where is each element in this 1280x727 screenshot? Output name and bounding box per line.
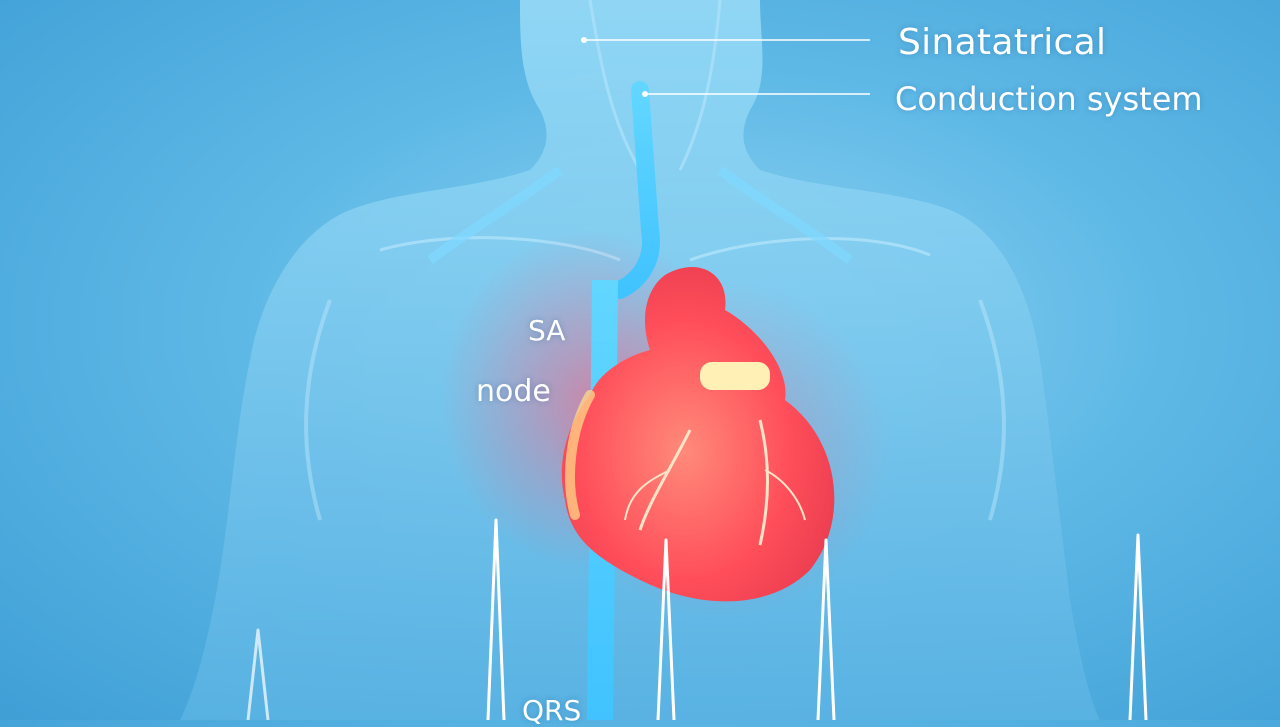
ecg-spikes <box>246 518 1148 720</box>
subtitle-label: Conduction system <box>895 80 1203 118</box>
sa-label: SA <box>528 314 566 347</box>
title-label: Sinatatrical <box>898 22 1107 63</box>
node-label: node <box>476 374 551 409</box>
qrs-label: QRS <box>522 694 582 727</box>
pointer-lines <box>581 37 870 97</box>
heart-illustration <box>561 267 835 602</box>
